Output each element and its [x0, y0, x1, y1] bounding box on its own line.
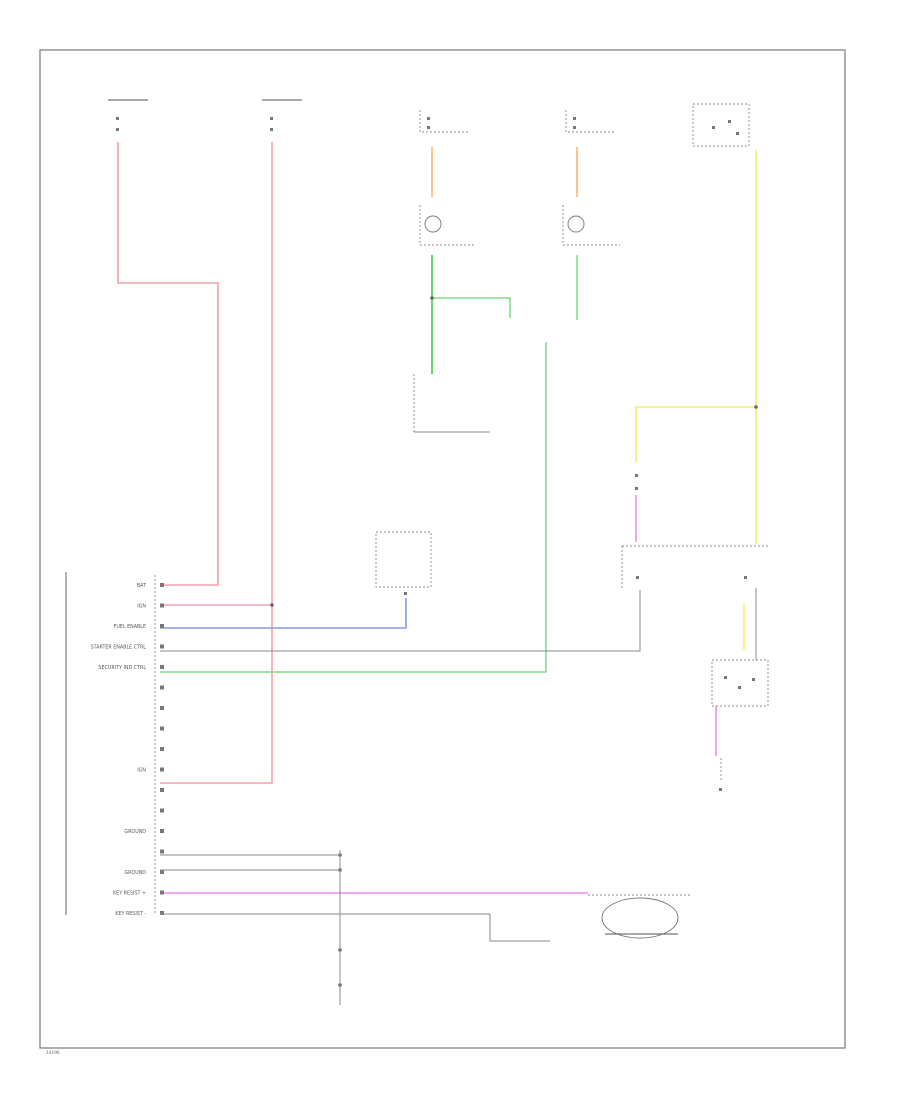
security-indicator-module [413, 374, 490, 433]
grey-wires [160, 588, 757, 1005]
connector-pin-label: GROUND [124, 870, 146, 876]
connector-pin-label: IGN [137, 604, 146, 610]
diagram-frame [39, 49, 846, 1049]
connector-pin-label: KEY RESIST + [113, 891, 146, 897]
connector-pin-label: IGN [137, 768, 146, 774]
splice-dot [430, 296, 434, 300]
connector-pin-label: STARTER ENABLE CTRL [91, 645, 147, 651]
connector-pin-label: KEY RESIST - [115, 911, 146, 917]
connector-pin [160, 829, 164, 833]
lamp-1 [419, 205, 475, 246]
red-wire-bat [117, 142, 219, 586]
connector-pin [160, 870, 164, 874]
connector-pin [160, 603, 164, 608]
connector-pin [160, 767, 164, 772]
yellow-wire-branch [635, 406, 756, 462]
connector-pin [160, 706, 164, 710]
starter-solenoid [719, 758, 722, 791]
starter-relay [621, 545, 770, 588]
ignition-switch-block [692, 103, 750, 147]
theft-module [375, 531, 432, 595]
connector-pin [160, 747, 164, 751]
lamp-2 [562, 205, 620, 246]
fuse-block-3 [419, 110, 470, 133]
fuse-block-2 [262, 99, 302, 131]
connector-pin [160, 808, 164, 813]
connector-pin [160, 788, 164, 792]
splice-dot [270, 603, 274, 607]
green-wire-branch [432, 297, 511, 318]
connector-pin-label: FUEL ENABLE [114, 624, 146, 630]
connector-pin [160, 665, 164, 669]
connector-pin [160, 644, 164, 649]
red-wire-ign [160, 142, 273, 784]
connector-pin [160, 685, 164, 690]
wire-group [117, 142, 758, 987]
footer-code: 14196 [46, 1050, 60, 1056]
main-connector [65, 572, 156, 915]
fuse-block-4 [565, 110, 616, 133]
small-fuse [635, 474, 638, 490]
inertia-switch [711, 659, 769, 707]
connector-pin [160, 583, 164, 587]
connector-pin [160, 726, 164, 731]
connector-pin [160, 890, 164, 895]
connector-pin-label: BAT [137, 583, 146, 589]
fuse-block-1 [108, 99, 148, 131]
splice-dot [754, 405, 758, 409]
connector-pin [160, 849, 164, 854]
connector-pin [160, 624, 164, 628]
green-wire-sec [160, 342, 547, 673]
connector-pin-label: GROUND [124, 829, 146, 835]
key-reader-assembly [588, 894, 690, 939]
connector-pin [160, 911, 164, 915]
blue-wire-fuel [160, 598, 407, 629]
connector-pin-label: SECURITY IND CTRL [98, 665, 146, 671]
